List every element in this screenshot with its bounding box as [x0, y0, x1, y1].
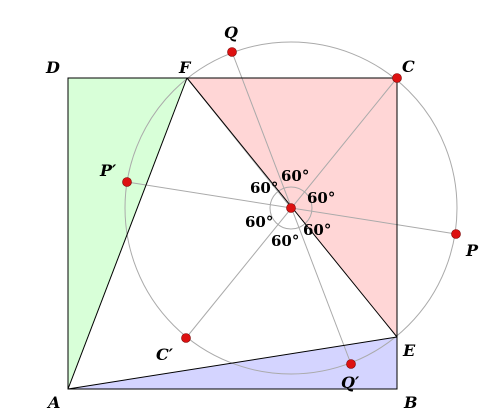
angle-label-1: 60°: [281, 167, 309, 185]
angle-label-4: 60°: [245, 213, 273, 231]
angle-marker-circle: [269, 186, 313, 230]
label-d: D: [45, 58, 60, 77]
segment-ae: [67, 336, 398, 390]
point-cprime: [181, 333, 191, 343]
angle-label-2: 60°: [250, 179, 278, 197]
label-qprime: Q′: [341, 373, 360, 392]
point-pprime: [122, 177, 132, 187]
label-pprime: P′: [99, 161, 117, 180]
angle-label-5: 60°: [303, 221, 331, 239]
point-p: [451, 229, 461, 239]
circumcircle: [124, 41, 458, 375]
label-p: P: [465, 241, 479, 260]
point-qprime: [346, 359, 356, 369]
label-b: B: [403, 393, 418, 412]
label-q: Q: [224, 23, 238, 42]
point-c: [392, 73, 402, 83]
angle-label-6: 60°: [271, 232, 299, 250]
label-c: C: [402, 57, 415, 76]
label-f: F: [178, 58, 192, 77]
angle-label-3: 60°: [307, 189, 335, 207]
label-cprime: C′: [156, 345, 174, 364]
point-center: [286, 203, 296, 213]
label-a: A: [46, 393, 60, 412]
point-q: [227, 47, 237, 57]
segment-af: [67, 77, 188, 390]
label-e: E: [402, 341, 416, 360]
